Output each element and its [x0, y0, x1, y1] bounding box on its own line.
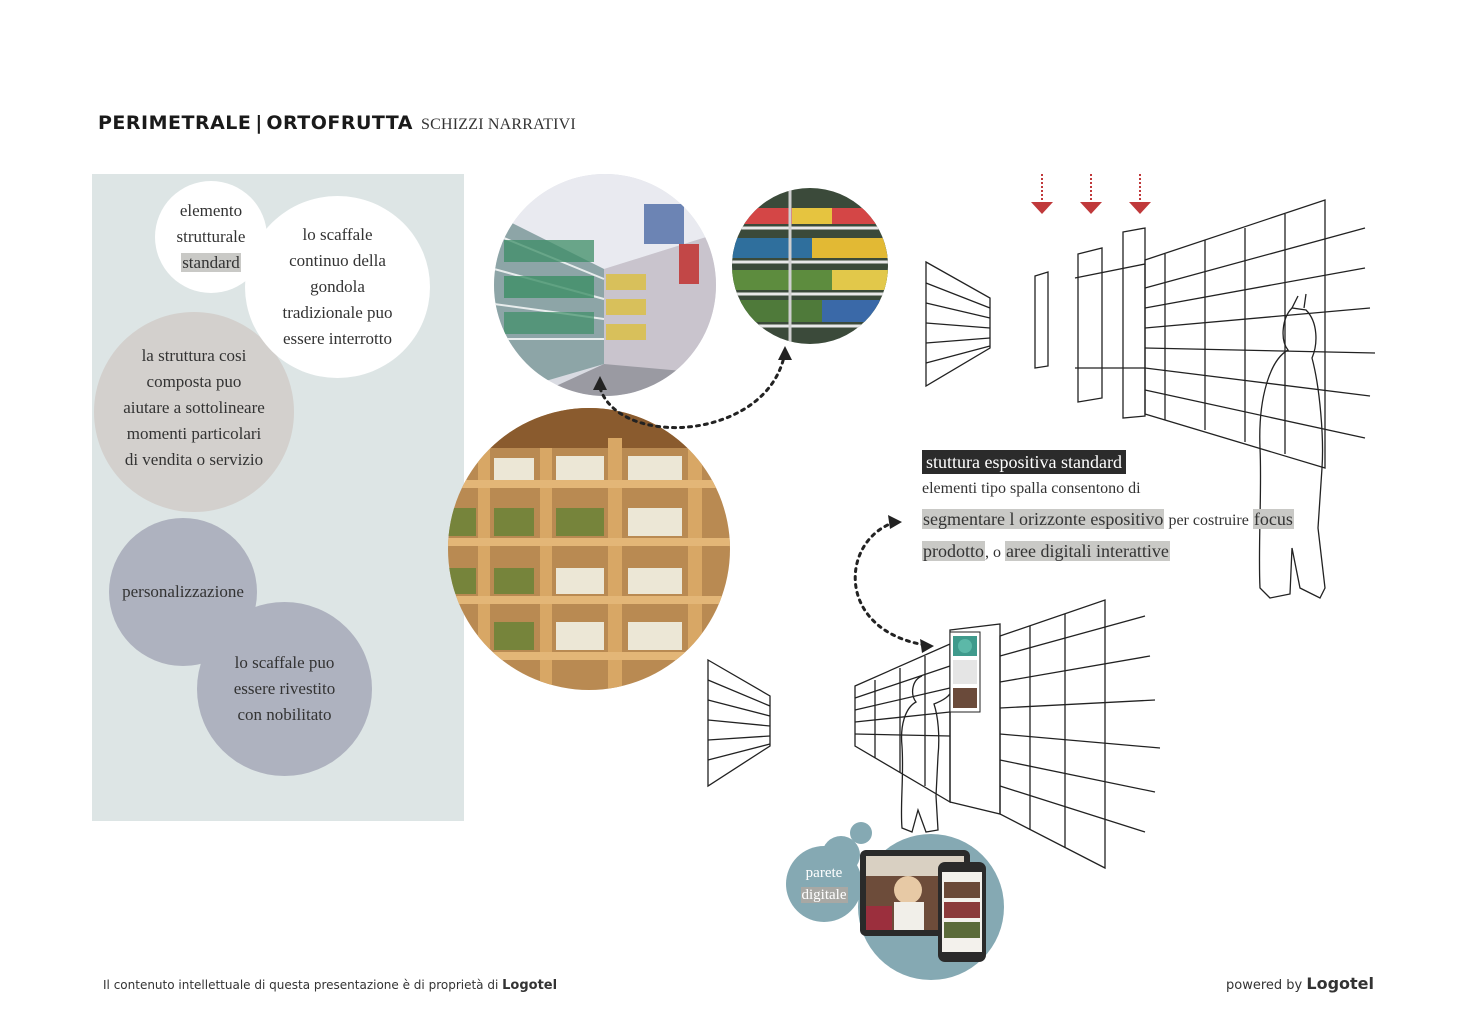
bubble-scaffale-continuo: lo scaffale continuo della gondola tradi… [245, 196, 430, 378]
photo-supermarket-aisle [494, 174, 716, 396]
page-subtitle: SCHIZZI NARRATIVI [421, 116, 576, 133]
footer-brand-logo: Logotel [1306, 974, 1374, 993]
wood-shelf-image [448, 408, 730, 690]
bubble-text: strutturale [176, 227, 246, 246]
bubble-text: momenti particolari [126, 424, 262, 443]
bubble-rivestito: lo scaffale puo essere rivestito con nob… [197, 602, 372, 776]
bubble-text: la struttura cosi [141, 346, 247, 365]
bubble-text: gondola [310, 277, 365, 296]
footer-text: powered by [1226, 978, 1307, 993]
callout-text: , o [985, 544, 1005, 561]
bubble-text: lo scaffale puo [234, 653, 335, 672]
bubble-text: di vendita o servizio [124, 450, 264, 469]
bubble-text: con nobilitato [237, 705, 332, 724]
bubble-text: tradizionale puo [282, 303, 393, 322]
bubble-highlight: digitale [800, 887, 848, 903]
phone-icon [938, 862, 986, 962]
dot-small [850, 822, 872, 844]
shelves-image [732, 188, 888, 344]
bubble-text: elemento [179, 201, 243, 220]
callout-line-3: prodotto, o aree digitali interattive [922, 536, 1382, 568]
bubble-text: composta puo [146, 372, 242, 391]
sketch-shelving-digital [707, 599, 1161, 870]
footer-text: Il contenuto intellettuale di questa pre… [103, 978, 503, 992]
title-separator: | [255, 112, 263, 134]
footer-powered-by: powered by Logotel [1226, 974, 1374, 993]
digital-screen-icon [949, 631, 981, 713]
footer-copyright: Il contenuto intellettuale di questa pre… [103, 978, 557, 993]
connector-arrows [593, 346, 792, 429]
title-ortofrutta: ORTOFRUTTA [266, 112, 413, 134]
callout-highlight: aree digitali interattive [1005, 541, 1170, 561]
devices-image [860, 850, 986, 962]
bubble-text: continuo della [289, 251, 386, 270]
bubble-text: parete [805, 865, 843, 881]
callout-highlight: focus [1252, 509, 1294, 529]
callout-highlight: segmentare l orizzonte espositivo [922, 509, 1165, 529]
callout-line-1: elementi tipo spalla consentono di [922, 480, 1141, 497]
title-perimetrale: PERIMETRALE [98, 112, 252, 134]
bubble-parete-digitale: parete digitale [786, 846, 862, 922]
sketch-shelving-standard [925, 174, 1376, 599]
connector-arrow-digital [853, 515, 934, 653]
aisle-image [494, 174, 716, 396]
callout-highlight: prodotto [922, 541, 985, 561]
page-header: PERIMETRALE | ORTOFRUTTA SCHIZZI NARRATI… [98, 112, 576, 134]
footer-brand: Logotel [502, 978, 558, 993]
red-arrow-icon [1041, 174, 1141, 202]
bubble-text: essere rivestito [233, 679, 336, 698]
bubble-text: essere interrotto [282, 329, 393, 348]
shelf-callout: stuttura espositiva standard elementi ti… [922, 450, 1382, 568]
bubble-elemento: elemento strutturale standard [155, 181, 267, 293]
bubble-text: lo scaffale [302, 225, 373, 244]
callout-line-2: segmentare l orizzonte espositivo per co… [922, 504, 1382, 536]
bubble-text: aiutare a sottolineare [123, 398, 265, 417]
bubble-highlight: standard [181, 253, 241, 272]
photo-product-shelves [732, 188, 888, 344]
bubble-text: personalizzazione [122, 582, 244, 601]
callout-text: per costruire [1164, 512, 1253, 529]
callout-title: stuttura espositiva standard [922, 450, 1126, 474]
bubble-struttura: la struttura cosi composta puo aiutare a… [94, 312, 294, 512]
photo-wooden-shelves [448, 408, 730, 690]
